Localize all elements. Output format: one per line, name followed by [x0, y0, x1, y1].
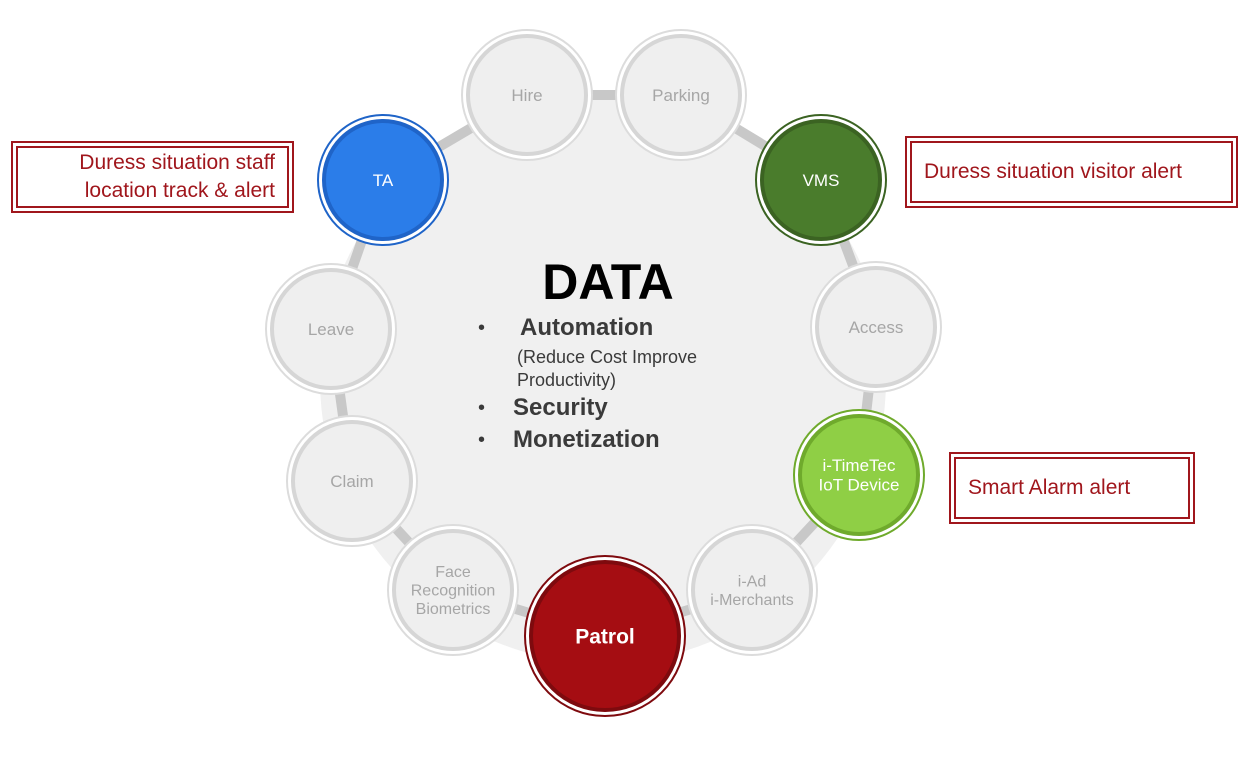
node-claim: Claim: [286, 415, 418, 547]
node-label: Access: [849, 318, 904, 337]
node-circle: [322, 119, 444, 241]
node-hire: Hire: [461, 29, 593, 161]
bullet-dot: •: [478, 429, 486, 451]
bullet-dot: •: [478, 397, 486, 419]
automation-subtext-line2: Productivity): [517, 370, 617, 390]
node-circle: [798, 414, 920, 536]
node-access: Access: [810, 261, 942, 393]
node-label: Biometrics: [416, 601, 491, 618]
bullet-dot: •: [478, 317, 486, 339]
node-label: Claim: [330, 472, 373, 491]
node-circle: [466, 34, 588, 156]
node-label: i-Ad: [738, 573, 766, 590]
node-iad: i-Ad i-Merchants: [686, 524, 818, 656]
bullet-security: Security: [513, 394, 608, 421]
node-label: Hire: [511, 86, 542, 105]
node-leave: Leave: [265, 263, 397, 395]
node-label: VMS: [803, 171, 840, 190]
callout-staff-line1: Duress situation staff: [79, 151, 275, 174]
node-circle: [529, 560, 681, 712]
node-patrol: Patrol: [524, 555, 686, 717]
node-ta: TA: [317, 114, 449, 246]
callout-alarm-text: Smart Alarm alert: [968, 476, 1131, 499]
callout-visitor-text: Duress situation visitor alert: [924, 160, 1182, 183]
node-circle: [392, 529, 514, 651]
node-label: TA: [373, 171, 394, 190]
center-disc: [320, 97, 886, 663]
callout-staff-alert: Duress situation staff location track & …: [11, 141, 294, 213]
node-parking: Parking: [615, 29, 747, 161]
node-circle: [815, 266, 937, 388]
bullet-automation: Automation: [520, 314, 654, 341]
node-label: i-TimeTec: [822, 456, 896, 475]
automation-subtext-line1: (Reduce Cost Improve: [517, 347, 698, 367]
node-label: i-Merchants: [710, 592, 794, 609]
node-circle: [760, 119, 882, 241]
node-label: IoT Device: [819, 476, 900, 495]
node-label: Leave: [308, 320, 354, 339]
callout-visitor-alert: Duress situation visitor alert: [905, 136, 1238, 208]
center-title: DATA: [542, 254, 674, 310]
node-label: Recognition: [411, 583, 496, 600]
node-label: Parking: [652, 86, 710, 105]
node-vms: VMS: [755, 114, 887, 246]
node-circle: [691, 529, 813, 651]
callout-staff-line2: location track & alert: [84, 179, 275, 202]
callout-alarm-alert: Smart Alarm alert: [949, 452, 1195, 524]
node-circle: [291, 420, 413, 542]
node-label: Face: [435, 564, 471, 581]
node-circle: [270, 268, 392, 390]
node-label: Patrol: [575, 625, 635, 648]
bullet-monetization: Monetization: [513, 426, 660, 453]
node-circle: [620, 34, 742, 156]
